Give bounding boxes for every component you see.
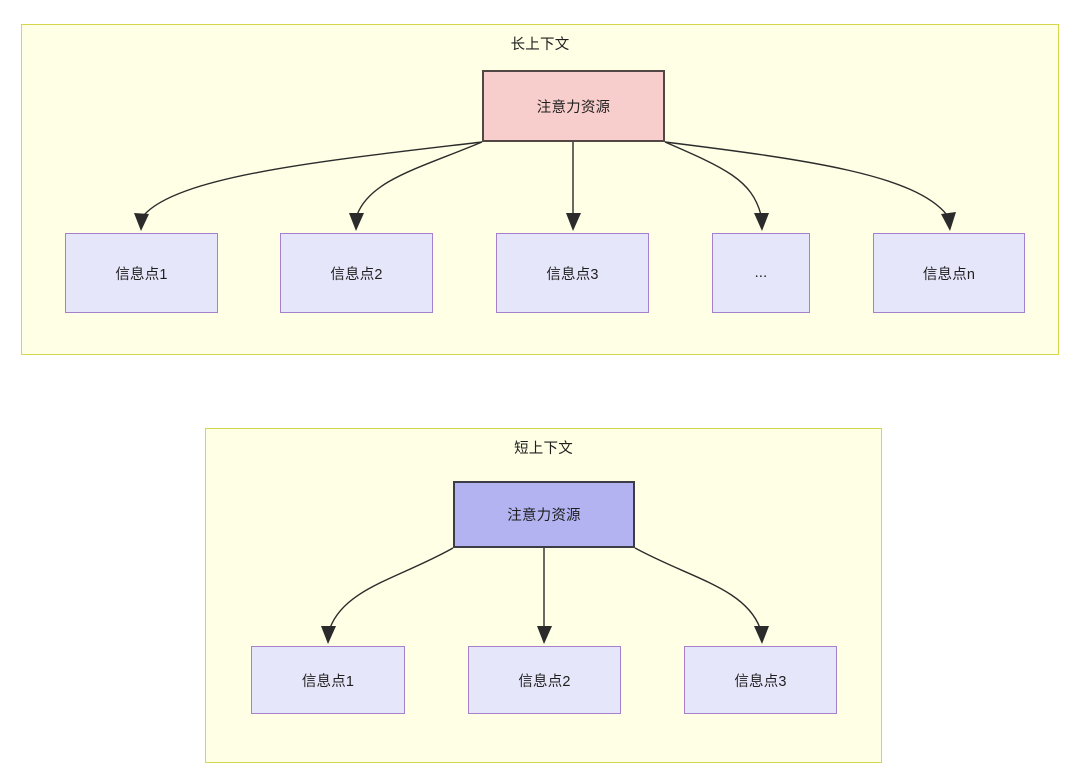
long-context-info-label-2: 信息点2 [330,266,383,283]
long-context-info-label-n: 信息点n [922,266,976,283]
long-context-info-node-2[interactable]: 信息点2 [280,233,433,313]
long-context-attention-label: 注意力资源 [536,99,611,116]
long-context-info-node-3[interactable]: 信息点3 [496,233,649,313]
short-context-info-node-3[interactable]: 信息点3 [684,646,837,714]
short-context-title: 短上下文 [514,441,573,457]
short-context-info-node-1[interactable]: 信息点1 [251,646,405,714]
short-context-info-label-1: 信息点1 [301,673,355,690]
long-context-info-node-ellipsis[interactable]: ... [712,233,810,313]
long-context-info-label-1: 信息点1 [115,266,168,283]
long-context-info-node-1[interactable]: 信息点1 [65,233,218,313]
short-context-info-label-3: 信息点3 [734,673,787,690]
long-context-info-label-3: 信息点3 [546,266,599,283]
short-context-attention-node[interactable]: 注意力资源 [453,481,635,548]
long-context-info-label-ellipsis: ... [754,265,768,281]
short-context-info-node-2[interactable]: 信息点2 [468,646,621,714]
short-context-attention-label: 注意力资源 [507,508,581,524]
long-context-attention-node[interactable]: 注意力资源 [482,70,665,142]
short-context-info-label-2: 信息点2 [518,673,571,690]
long-context-title: 长上下文 [510,37,570,53]
long-context-info-node-n[interactable]: 信息点n [873,233,1025,313]
